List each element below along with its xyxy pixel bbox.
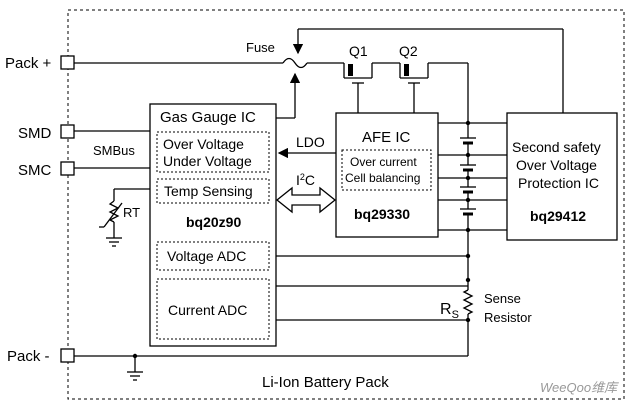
q2-mosfet: Q2 <box>399 43 420 113</box>
gas-gauge-title: Gas Gauge IC <box>160 109 256 126</box>
smc-terminal: SMC <box>18 161 75 179</box>
pack-minus-label: Pack - <box>7 348 50 365</box>
sense-label-line2: Resistor <box>484 310 532 325</box>
second-safety-line1: Second safety <box>512 139 601 155</box>
oc-line2: Cell balancing <box>345 171 420 185</box>
q1-label: Q1 <box>349 43 368 59</box>
oc-cb-block <box>341 149 432 191</box>
gas-gauge-ic: Gas Gauge IC Over Voltage Under Voltage … <box>149 103 277 347</box>
watermark: WeeQoo维库 <box>540 380 619 395</box>
fuse-label: Fuse <box>246 40 275 55</box>
fuse-control-wire <box>276 28 564 119</box>
smbus-label: SMBus <box>93 143 135 158</box>
smd-label: SMD <box>18 125 52 142</box>
sense-resistor <box>276 280 474 356</box>
temp-sensing-block <box>156 178 270 204</box>
afe-title: AFE IC <box>362 129 411 146</box>
pack-minus-terminal: Pack - <box>7 348 75 365</box>
second-safety-ic: Second safety Over Voltage Protection IC… <box>506 112 618 241</box>
q1-mosfet: Q1 <box>348 43 368 113</box>
thermistor-rt <box>99 188 150 247</box>
i2c-tail: C <box>305 172 315 188</box>
rs-subscript: S <box>452 309 459 321</box>
rt-label: RT <box>123 205 140 220</box>
pack-plus-label: Pack + <box>5 55 52 72</box>
ov-uv-block <box>156 131 270 173</box>
pack-plus-terminal: Pack + <box>5 55 75 72</box>
oc-line1: Over current <box>350 155 417 169</box>
q2-label: Q2 <box>399 43 418 59</box>
second-safety-part: bq29412 <box>530 208 586 224</box>
i2c-bus: I2C <box>275 172 337 214</box>
pack-plus-rail <box>74 57 469 123</box>
i2c-label: I <box>296 172 300 188</box>
second-safety-line3: Protection IC <box>518 175 599 191</box>
ldo-label: LDO <box>296 134 325 150</box>
temp-sensing-label: Temp Sensing <box>164 183 253 199</box>
pack-minus-rail <box>74 355 468 381</box>
ov-line2: Under Voltage <box>163 153 252 169</box>
pack-boundary <box>67 9 625 400</box>
smbus-wires <box>74 130 150 169</box>
i2c-superscript: 2 <box>300 172 305 182</box>
second-safety-line2: Over Voltage <box>516 157 597 173</box>
voltage-adc-block <box>156 241 270 271</box>
svg-text:RS: RS <box>440 301 459 321</box>
ov-line1: Over Voltage <box>163 136 244 152</box>
gas-gauge-part: bq20z90 <box>186 214 241 230</box>
voltage-adc-label: Voltage ADC <box>167 248 246 264</box>
afe-ic: AFE IC Over current Cell balancing bq293… <box>335 112 439 238</box>
svg-text:I2C: I2C <box>296 172 315 188</box>
smd-terminal: SMD <box>18 124 75 142</box>
current-adc-label: Current ADC <box>168 302 247 318</box>
rs-label: R <box>440 301 452 318</box>
current-adc-block <box>156 278 270 340</box>
smc-label: SMC <box>18 162 52 179</box>
sense-label-line1: Sense <box>484 291 521 306</box>
pack-caption: Li-Ion Battery Pack <box>262 374 389 391</box>
afe-part: bq29330 <box>354 206 410 222</box>
